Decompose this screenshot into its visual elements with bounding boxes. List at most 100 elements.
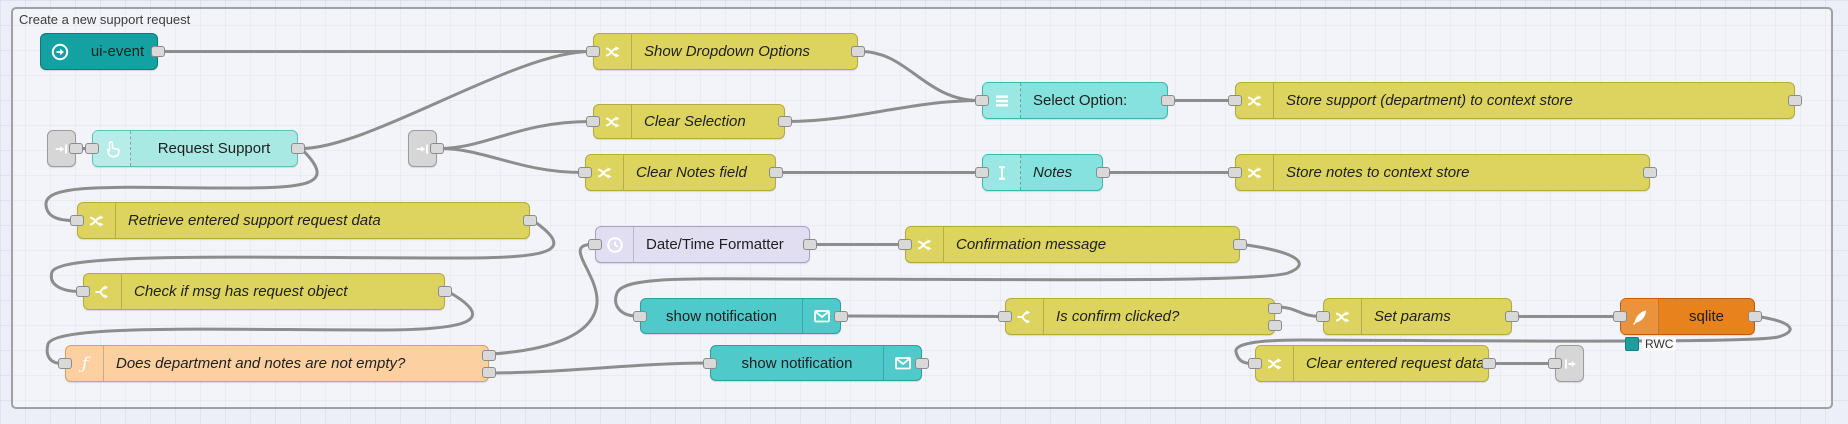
input-port[interactable] <box>1228 167 1242 178</box>
output-port[interactable] <box>1482 358 1496 369</box>
input-port[interactable] <box>703 357 717 369</box>
output-port[interactable] <box>438 286 452 297</box>
link-in-node[interactable] <box>408 130 444 167</box>
output-port-2[interactable] <box>1268 320 1282 331</box>
wire[interactable] <box>438 147 584 174</box>
node-clear-notes-field[interactable]: Clear Notes field <box>578 154 783 191</box>
circle-arrow-right-icon <box>41 34 78 69</box>
node-check-msg-request-object[interactable]: Check if msg has request object <box>76 273 452 310</box>
output-port[interactable] <box>69 143 83 154</box>
shuffle-icon <box>594 105 632 138</box>
wire[interactable] <box>490 361 709 375</box>
output-port-2[interactable] <box>482 367 496 378</box>
output-port[interactable] <box>1233 239 1247 250</box>
input-port[interactable] <box>58 358 72 369</box>
link-in-node[interactable] <box>47 130 83 167</box>
status-text: RWC <box>1642 337 1677 351</box>
node-store-support-to-context[interactable]: Store support (department) to context st… <box>1228 82 1802 119</box>
output-port[interactable] <box>803 239 817 250</box>
output-port[interactable] <box>769 167 783 178</box>
shuffle-icon <box>594 34 632 69</box>
wire[interactable] <box>842 314 1004 318</box>
node-clear-selection[interactable]: Clear Selection <box>586 104 792 139</box>
node-is-confirm-clicked[interactable]: Is confirm clicked? <box>998 298 1282 335</box>
wire[interactable] <box>1234 315 1792 365</box>
ibeam-cursor-icon <box>983 155 1021 190</box>
wire[interactable] <box>786 99 981 123</box>
wire[interactable] <box>438 120 592 150</box>
input-port[interactable] <box>586 116 600 127</box>
node-show-notification[interactable]: show notification <box>633 298 848 334</box>
node-label: Show Dropdown Options <box>644 43 810 60</box>
output-port[interactable] <box>291 143 305 154</box>
link-in-icon <box>409 131 436 166</box>
input-port[interactable] <box>1228 95 1242 106</box>
node-clear-entered-request-data[interactable]: Clear entered request data <box>1248 345 1496 382</box>
wire[interactable] <box>44 147 319 222</box>
input-port[interactable] <box>70 215 84 226</box>
switch-icon <box>1006 299 1044 334</box>
output-port[interactable] <box>430 143 444 154</box>
output-port[interactable] <box>523 215 537 226</box>
node-show-dropdown-options[interactable]: Show Dropdown Options <box>586 33 865 70</box>
node-show-notification[interactable]: show notification <box>703 345 929 381</box>
wire[interactable] <box>490 243 599 356</box>
node-sqlite[interactable]: sqlite <box>1613 298 1762 335</box>
input-port[interactable] <box>588 239 602 250</box>
group-label: Create a new support request <box>19 12 191 27</box>
input-port[interactable] <box>85 143 99 154</box>
node-label: Clear Notes field <box>636 164 747 181</box>
node-set-params[interactable]: Set params <box>1316 298 1519 335</box>
input-port[interactable] <box>998 311 1012 322</box>
node-label: ui-event <box>90 43 145 60</box>
node-notes-text-input[interactable]: Notes <box>975 154 1110 191</box>
output-port[interactable] <box>151 46 165 57</box>
output-port[interactable] <box>1643 167 1657 178</box>
link-out-node[interactable] <box>1548 345 1584 382</box>
input-port[interactable] <box>76 286 90 297</box>
node-ui-event[interactable]: ui-event <box>40 33 165 70</box>
input-port[interactable] <box>1613 311 1627 322</box>
wire[interactable] <box>299 50 592 150</box>
node-label: Store support (department) to context st… <box>1286 92 1573 109</box>
output-port[interactable] <box>778 116 792 127</box>
node-select-option-dropdown[interactable]: Select Option: <box>975 82 1175 119</box>
output-port[interactable] <box>1161 95 1175 106</box>
input-port[interactable] <box>578 167 592 178</box>
output-port[interactable] <box>1788 95 1802 106</box>
output-port-1[interactable] <box>1268 303 1282 314</box>
input-port[interactable] <box>975 167 989 178</box>
input-port[interactable] <box>633 310 647 322</box>
node-confirmation-message[interactable]: Confirmation message <box>898 226 1247 263</box>
wire[interactable] <box>1276 305 1322 318</box>
input-port[interactable] <box>898 239 912 250</box>
wire[interactable] <box>859 50 981 102</box>
node-store-notes-to-context[interactable]: Store notes to context store <box>1228 154 1657 191</box>
node-label: Is confirm clicked? <box>1056 308 1180 325</box>
output-port[interactable] <box>1505 311 1519 322</box>
node-label: Retrieve entered support request data <box>128 212 381 229</box>
output-port[interactable] <box>915 357 929 369</box>
input-port[interactable] <box>1548 358 1562 369</box>
node-label: show notification <box>666 307 777 325</box>
wire[interactable] <box>614 243 1301 318</box>
output-port[interactable] <box>834 310 848 322</box>
node-request-support-button[interactable]: Request Support <box>85 130 305 167</box>
node-does-department-notes-not-empty[interactable]: ƒ Does department and notes are not empt… <box>58 345 496 382</box>
output-port[interactable] <box>851 46 865 57</box>
envelope-icon <box>802 299 840 333</box>
input-port[interactable] <box>1248 358 1262 369</box>
node-label: sqlite <box>1688 308 1725 325</box>
wire[interactable] <box>49 219 556 293</box>
output-port[interactable] <box>1096 167 1110 178</box>
input-port[interactable] <box>586 46 600 57</box>
input-port[interactable] <box>975 95 989 106</box>
node-datetime-formatter[interactable]: Date/Time Formatter <box>588 226 817 263</box>
input-port[interactable] <box>1316 311 1330 322</box>
output-port[interactable] <box>1748 311 1762 322</box>
envelope-icon <box>883 346 921 380</box>
wire[interactable] <box>45 290 474 365</box>
output-port-1[interactable] <box>482 350 496 361</box>
node-retrieve-support-request-data[interactable]: Retrieve entered support request data <box>70 202 537 239</box>
